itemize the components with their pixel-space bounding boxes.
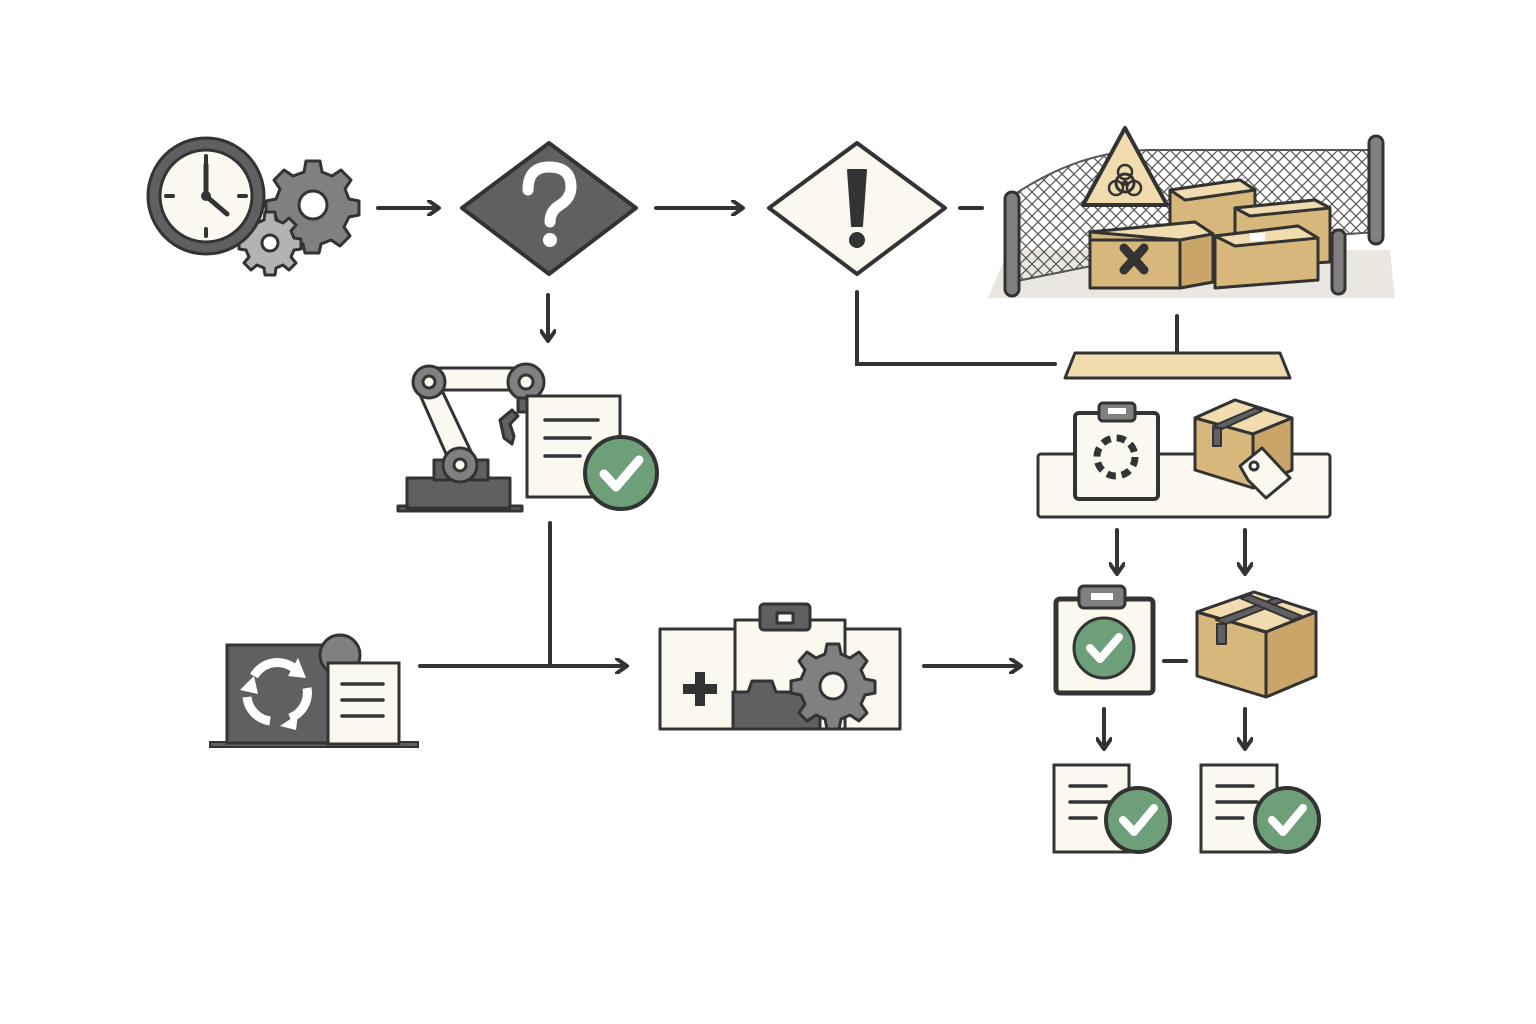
clock-gears-icon <box>146 136 361 277</box>
shelf-clipboard-package-icon <box>1036 398 1332 519</box>
edge-warning-to-shelf <box>855 290 1057 366</box>
clipboard-icon <box>1073 401 1160 501</box>
robot-arm-approved-document-icon <box>396 362 659 513</box>
biohazard-sign-icon <box>1081 126 1169 207</box>
clipboard-check-icon <box>1053 584 1156 696</box>
toolbox-gear-icon <box>658 602 902 731</box>
approved-document-icon <box>1052 763 1172 854</box>
question-diamond-icon <box>460 141 638 276</box>
quarantine-fenced-area-icon <box>988 126 1395 298</box>
approved-document-icon <box>1199 763 1321 854</box>
laptop-sync-document-icon <box>209 633 419 748</box>
gear-icon <box>789 642 877 731</box>
package-box-icon <box>1195 590 1318 699</box>
sync-icon <box>242 658 312 726</box>
warning-diamond-icon <box>767 141 947 276</box>
document-icon <box>326 661 401 746</box>
connectors <box>376 208 1245 748</box>
clock-icon <box>146 136 266 256</box>
check-badge-icon <box>583 435 659 511</box>
robot-arm-icon <box>396 362 554 513</box>
package-box-icon <box>1193 398 1294 500</box>
platform-bar-icon <box>1063 351 1292 380</box>
